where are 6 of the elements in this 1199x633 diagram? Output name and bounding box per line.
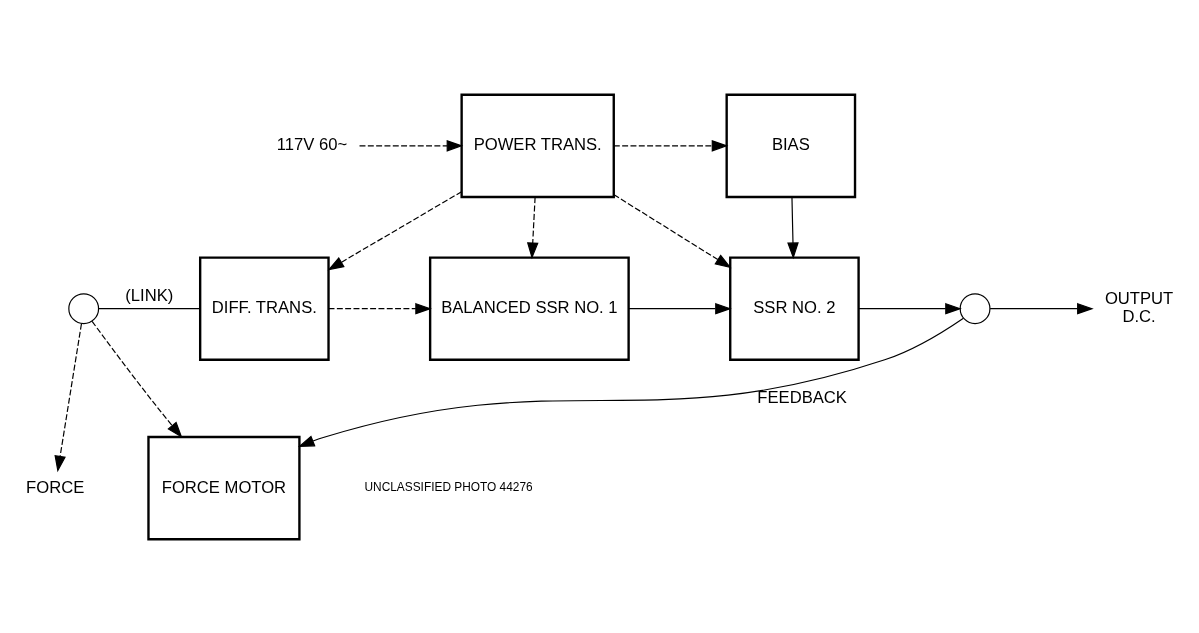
edge-label: (LINK) <box>125 285 174 305</box>
node-text: OUTPUT D.C. <box>1104 288 1174 326</box>
node-text: FORCE <box>26 477 85 497</box>
edge-label: FEEDBACK <box>757 387 847 407</box>
node-text: 117V 60~ <box>276 134 348 154</box>
label: UNCLASSIFIED PHOTO 44276 <box>364 479 533 494</box>
